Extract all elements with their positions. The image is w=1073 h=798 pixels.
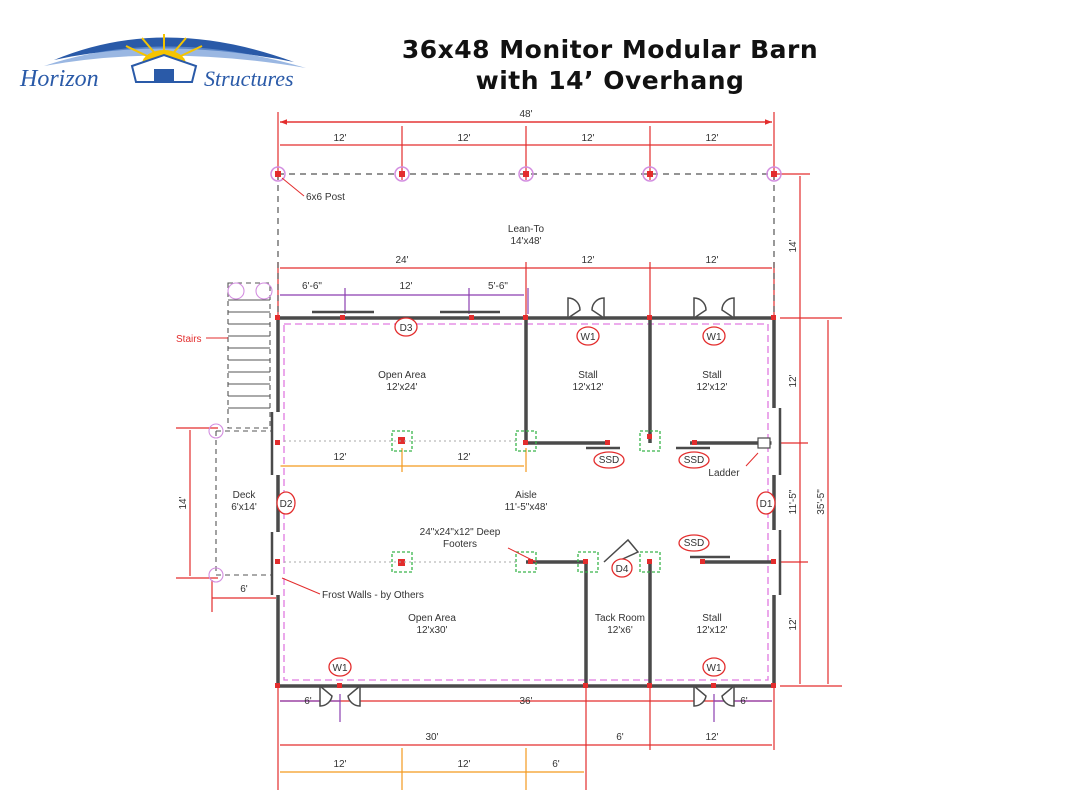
label-stall-3-size: 12'x12' bbox=[696, 625, 727, 636]
dim-purple-2: 12' bbox=[399, 281, 412, 292]
label-stall-2: Stall bbox=[702, 370, 721, 381]
orange-dimensions bbox=[280, 448, 584, 790]
wall-joints bbox=[275, 315, 776, 688]
dim-purple-1: 6'-6" bbox=[302, 281, 322, 292]
dim-row2-12b: 12' bbox=[705, 255, 718, 266]
post-icon bbox=[270, 166, 286, 182]
label-tack-room-size: 12'x6' bbox=[607, 625, 633, 636]
tag-w1-open: W1 bbox=[333, 663, 348, 674]
stairs-icon bbox=[206, 282, 273, 429]
dim-purple-3: 5'-6" bbox=[488, 281, 508, 292]
dim-right-14: 14' bbox=[788, 239, 799, 252]
label-aisle: Aisle bbox=[515, 490, 537, 501]
label-footers-2: Footers bbox=[443, 539, 477, 550]
label-stall-2-size: 12'x12' bbox=[696, 382, 727, 393]
tag-circles bbox=[276, 317, 776, 677]
dim-row2-12a: 12' bbox=[581, 255, 594, 266]
dim-bottom-orange-3: 6' bbox=[552, 759, 560, 770]
post-icon bbox=[766, 166, 782, 182]
label-leanto-size: 14'x48' bbox=[510, 236, 541, 247]
ladder-icon bbox=[757, 437, 771, 449]
tag-ssd-2: SSD bbox=[684, 455, 705, 466]
title-line-1: 36x48 Monitor Modular Barn bbox=[401, 35, 819, 64]
dim-orange-2: 12' bbox=[457, 452, 470, 463]
dim-bottom-orange-2: 12' bbox=[457, 759, 470, 770]
label-post: 6x6 Post bbox=[306, 192, 345, 203]
label-frost-walls: Frost Walls - by Others bbox=[322, 590, 424, 601]
label-open-area-1: Open Area bbox=[378, 370, 426, 381]
red-dimensions bbox=[176, 112, 842, 790]
sliding-doors bbox=[270, 310, 782, 595]
tag-w1-stall3: W1 bbox=[707, 663, 722, 674]
label-open-area-2: Open Area bbox=[408, 613, 456, 624]
dim-bottom-6b: 6' bbox=[740, 696, 748, 707]
tag-d2: D2 bbox=[280, 499, 293, 510]
tag-d4: D4 bbox=[616, 564, 629, 575]
dim-right-12b: 12' bbox=[788, 617, 799, 630]
dim-bottom-orange-1: 12' bbox=[333, 759, 346, 770]
post-icon bbox=[394, 166, 410, 182]
label-deck: Deck bbox=[233, 490, 257, 501]
post-markers bbox=[270, 166, 782, 197]
tag-d3: D3 bbox=[400, 323, 413, 334]
dim-row2-24: 24' bbox=[395, 255, 408, 266]
page-title: 36x48 Monitor Modular Barn with 14’ Over… bbox=[380, 34, 840, 96]
dim-deck-14: 14' bbox=[178, 496, 189, 509]
label-footers: 24"x24"x12" Deep bbox=[420, 527, 501, 538]
dim-top-bay-1: 12' bbox=[333, 133, 346, 144]
horizon-structures-logo: Horizon Structures bbox=[19, 34, 306, 92]
footer-markers bbox=[391, 430, 661, 573]
dim-right-12a: 12' bbox=[788, 374, 799, 387]
dim-bottom-30: 30' bbox=[425, 732, 438, 743]
dim-right-aisle: 11'-5" bbox=[788, 489, 799, 514]
tag-w1-stall1: W1 bbox=[581, 332, 596, 343]
label-open-area-1-size: 12'x24' bbox=[386, 382, 417, 393]
deck-outline bbox=[208, 423, 272, 583]
tag-ssd-3: SSD bbox=[684, 538, 705, 549]
label-leanto: Lean-To bbox=[508, 224, 545, 235]
label-ladder: Ladder bbox=[708, 468, 740, 479]
dim-right-overall: 35'-5" bbox=[816, 489, 827, 515]
dim-orange-1: 12' bbox=[333, 452, 346, 463]
label-stall-1-size: 12'x12' bbox=[572, 382, 603, 393]
label-open-area-2-size: 12'x30' bbox=[416, 625, 447, 636]
dim-top-bay-2: 12' bbox=[457, 133, 470, 144]
logo-word-structures: Structures bbox=[204, 66, 294, 91]
logo-sun-icon bbox=[44, 34, 306, 83]
dim-top-bay-3: 12' bbox=[581, 133, 594, 144]
post-icon bbox=[642, 166, 658, 182]
label-deck-size: 6'x14' bbox=[231, 502, 257, 513]
label-tack-room: Tack Room bbox=[595, 613, 645, 624]
dim-top-bay-4: 12' bbox=[705, 133, 718, 144]
tag-w1-stall2: W1 bbox=[707, 332, 722, 343]
dutch-door-icon bbox=[319, 297, 735, 707]
post-icon bbox=[518, 166, 534, 182]
dim-bottom-6a: 6' bbox=[304, 696, 312, 707]
dim-bottom-12: 12' bbox=[705, 732, 718, 743]
label-stall-3: Stall bbox=[702, 613, 721, 624]
label-stall-1: Stall bbox=[578, 370, 597, 381]
dim-48: 48' bbox=[519, 109, 532, 120]
label-aisle-size: 11'-5"x48' bbox=[505, 502, 548, 513]
label-stairs: Stairs bbox=[176, 334, 202, 345]
tag-ssd-1: SSD bbox=[599, 455, 620, 466]
dim-deck-6: 6' bbox=[240, 584, 248, 595]
title-line-2: with 14’ Overhang bbox=[475, 66, 745, 95]
tag-d1: D1 bbox=[760, 499, 773, 510]
dim-bottom-6: 6' bbox=[616, 732, 624, 743]
dim-bottom-36: 36' bbox=[519, 696, 532, 707]
logo-word-horizon: Horizon bbox=[19, 66, 99, 92]
